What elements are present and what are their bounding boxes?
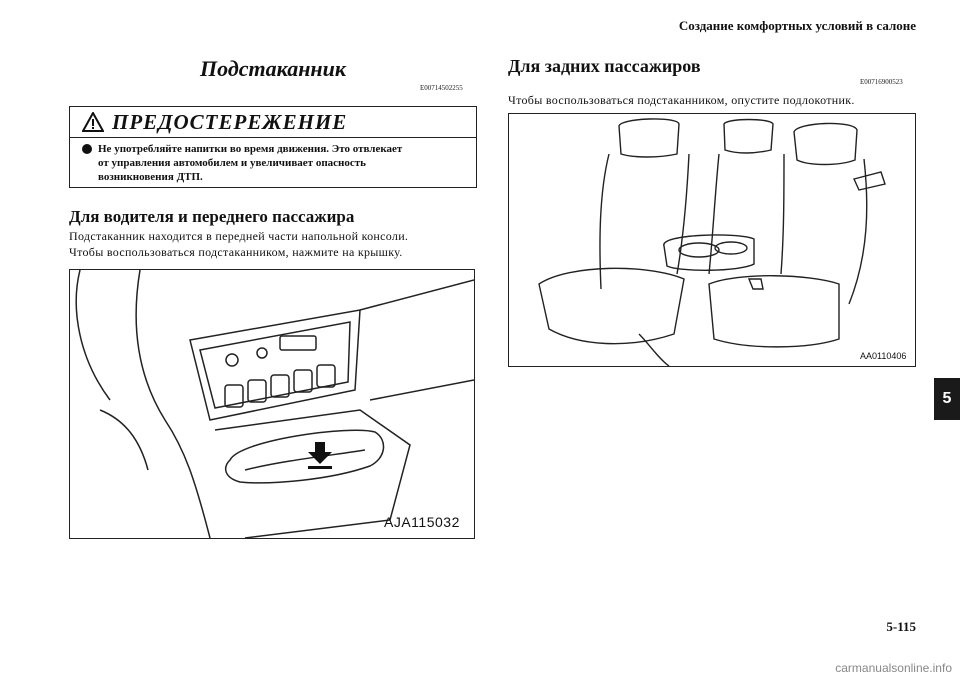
watermark: carmanualsonline.info — [835, 661, 952, 675]
section-code: E00716900523 — [860, 78, 903, 86]
warning-line: Не употребляйте напитки во время движени… — [98, 143, 403, 155]
figure-label: AJA115032 — [384, 514, 460, 530]
section-title: Для задних пассажиров — [508, 56, 701, 76]
warning-label: ПРЕДОСТЕРЕЖЕНИЕ — [112, 109, 348, 134]
warning-triangle-icon — [82, 112, 104, 132]
rear-seat-armrest-illustration — [508, 113, 916, 367]
warning-line: от управления автомобилем и увеличивает … — [98, 157, 366, 169]
section-code: E00714502255 — [420, 84, 463, 92]
subsection-title: Для водителя и переднего пассажира — [69, 207, 355, 226]
warning-body: Не употребляйте напитки во время движени… — [70, 138, 476, 184]
body-line: Подстаканник находится в передней части … — [69, 229, 409, 243]
console-cupholder-illustration — [69, 269, 475, 539]
page-number: 5-115 — [886, 619, 916, 634]
figure-label: AA0110406 — [860, 351, 907, 361]
warning-header: ПРЕДОСТЕРЕЖЕНИЕ — [70, 107, 476, 138]
arrow-down-icon — [308, 442, 332, 469]
section-title: Подстаканник — [200, 56, 347, 81]
bullet-icon — [82, 144, 92, 154]
chapter-tab: 5 — [934, 378, 960, 420]
console-drawing — [75, 270, 474, 538]
body-line: Чтобы воспользоваться подстаканником, на… — [69, 245, 403, 259]
rear-seat-drawing — [538, 118, 886, 366]
header-title: Создание комфортных условий в салоне — [678, 18, 916, 33]
body-line: Чтобы воспользоваться подстаканником, оп… — [508, 93, 855, 107]
warning-box: ПРЕДОСТЕРЕЖЕНИЕ Не употребляйте напитки … — [69, 106, 477, 188]
chapter-tab-label: 5 — [942, 390, 952, 407]
warning-line: возникновения ДТП. — [98, 171, 203, 183]
